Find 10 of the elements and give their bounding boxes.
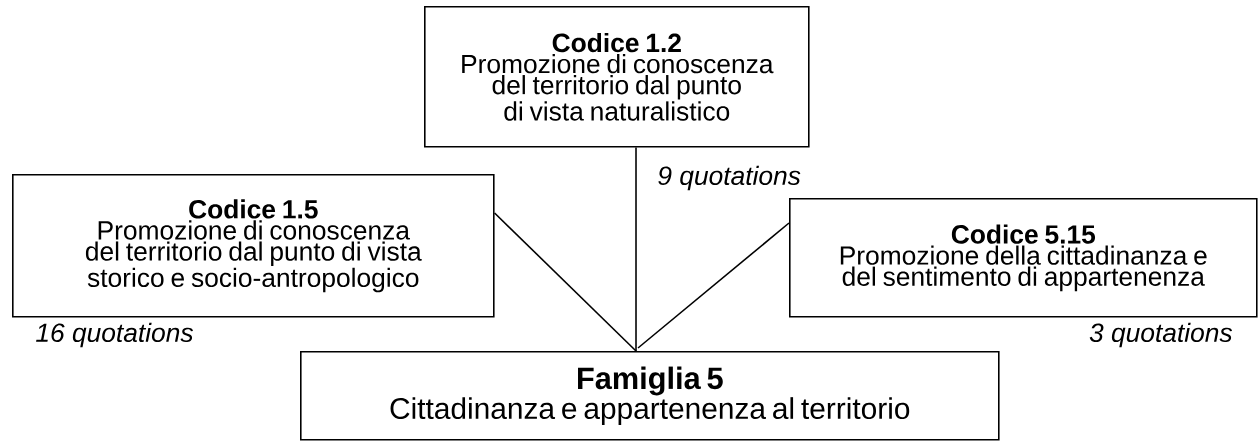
text-box: Codice 1.5 Promozione di conoscenza del territorio dal punto di vista storico e socio-antropologico [12, 174, 495, 318]
connector-line [635, 146, 637, 352]
text-box: Codice 5.15 Promozione della cittadinanza e del sentimento di appartenenza [789, 198, 1258, 318]
connector-line [637, 222, 790, 349]
text-box: Codice 1.2 Promozione di conoscenza del territorio dal punto di vista naturalistico [424, 6, 810, 148]
quotation-count: 16 quotations [36, 322, 193, 348]
quotation-count: 3 quotations [1089, 322, 1233, 348]
connector-line [493, 212, 637, 352]
quotation-count: 9 quotations [658, 165, 801, 191]
text-box: Famiglia 5 Cittadinanza e appartenenza al territorio [300, 351, 1000, 441]
